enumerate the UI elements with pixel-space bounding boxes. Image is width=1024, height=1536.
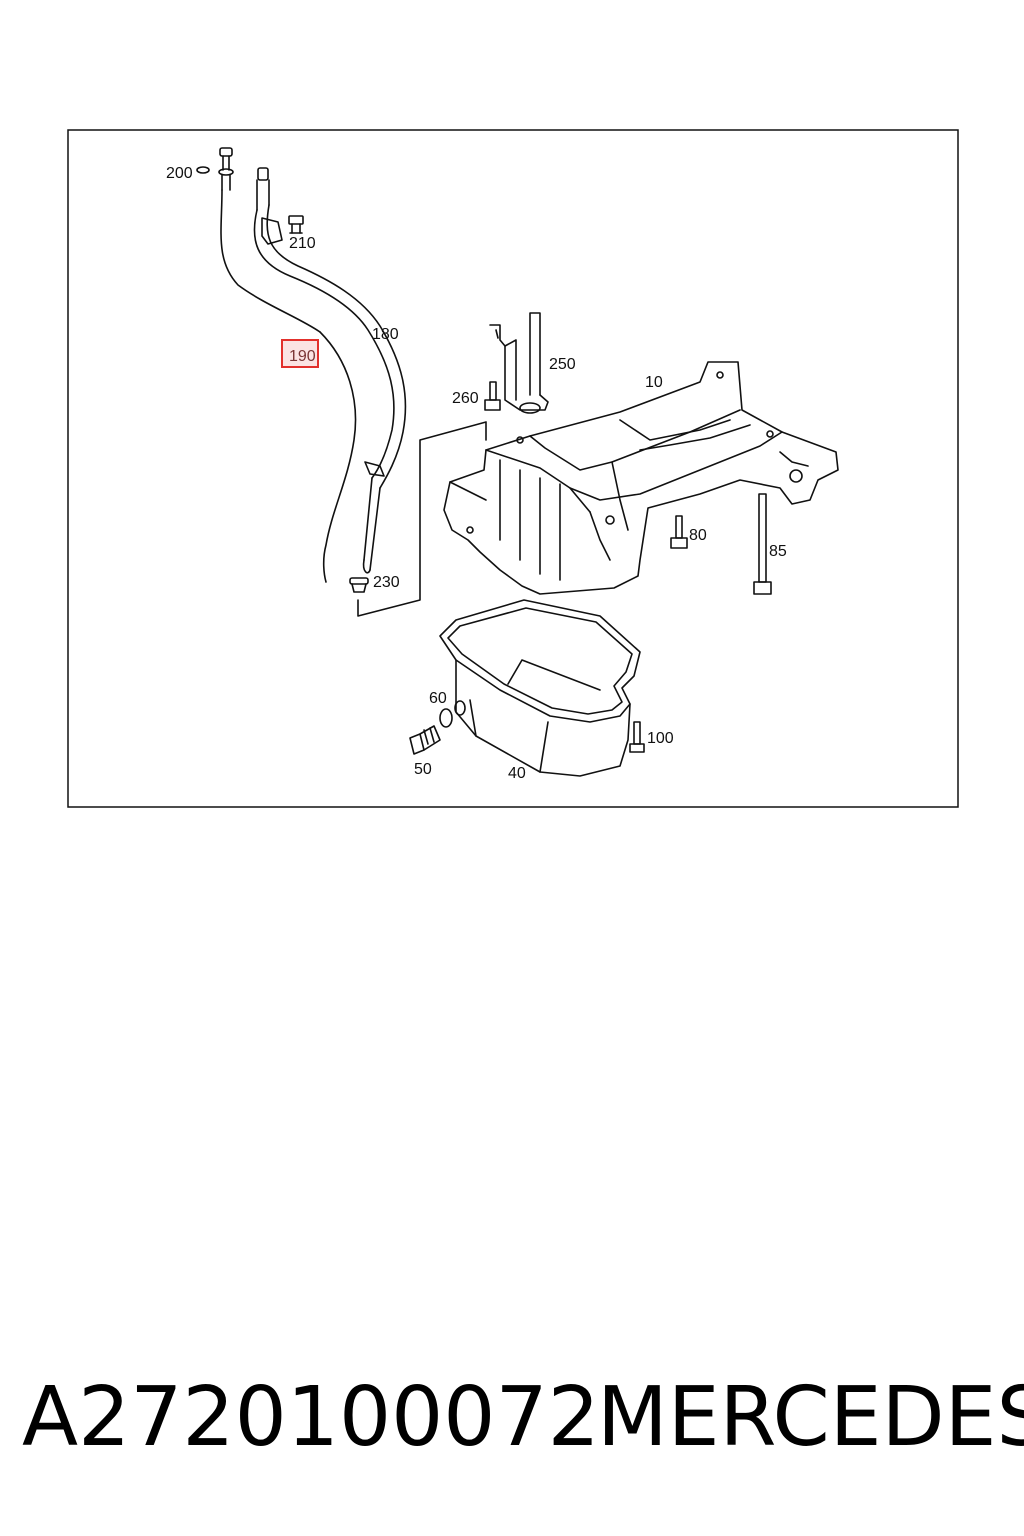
label-60: 60 [429, 690, 447, 707]
drain-plug-50 [409, 725, 441, 755]
bolt-80 [670, 515, 688, 549]
label-50: 50 [414, 761, 432, 778]
bracket-250 [489, 312, 549, 414]
label-10: 10 [645, 374, 663, 391]
label-85: 85 [769, 543, 787, 560]
leader-bracket [357, 421, 487, 617]
lower-oil-pan-40 [439, 599, 641, 777]
label-180: 180 [372, 326, 399, 343]
upper-oil-pan-10 [443, 361, 839, 595]
label-190[interactable]: 190 [289, 348, 316, 365]
label-260: 260 [452, 390, 479, 407]
dipstick-200 [196, 147, 357, 583]
label-230: 230 [373, 574, 400, 591]
part-number: A2720100072 [22, 1370, 600, 1465]
label-200: 200 [166, 165, 193, 182]
bolt-210 [288, 215, 304, 234]
washer-60 [439, 700, 466, 728]
plug-230 [349, 577, 369, 593]
brand-name: MERCEDES [597, 1370, 1024, 1465]
caption-bar: A2720100072 MERCEDES [0, 1368, 1024, 1478]
bolt-260 [484, 381, 501, 411]
diagram-border [67, 129, 959, 808]
highlight-box-190 [281, 339, 319, 368]
label-80: 80 [689, 527, 707, 544]
bolt-85 [753, 493, 772, 595]
parts-diagram: 200 210 180 190 250 260 10 80 85 230 60 … [67, 129, 959, 808]
label-40: 40 [508, 765, 526, 782]
label-100: 100 [647, 730, 674, 747]
label-210: 210 [289, 235, 316, 252]
label-250: 250 [549, 356, 576, 373]
bolt-100 [629, 721, 645, 753]
guide-tube-180 [253, 167, 407, 574]
